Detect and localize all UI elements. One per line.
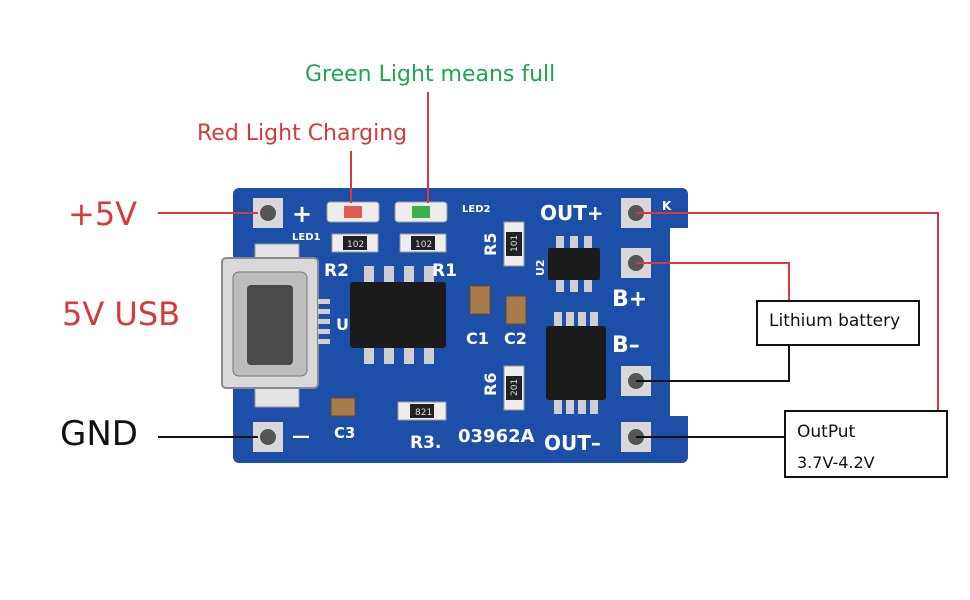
capacitor-c1	[469, 285, 491, 315]
ic-u1	[350, 282, 446, 348]
marking-r3: 821	[415, 408, 432, 418]
silk-c3: C3	[334, 424, 355, 442]
ic-protection	[546, 326, 606, 400]
label-green-light: Green Light means full	[305, 62, 556, 87]
silk-r1: R1	[432, 261, 457, 281]
line-b-plus	[636, 262, 790, 300]
silk-c1: C1	[466, 329, 489, 348]
silk-out-minus: OUT–	[544, 431, 601, 455]
ic-u2	[548, 248, 600, 280]
output-range: 3.7V-4.2V	[797, 453, 875, 472]
silk-plus: +	[292, 200, 312, 228]
marking-r1: 102	[415, 240, 432, 250]
resistor-r3	[397, 401, 447, 421]
marking-r5: 101	[510, 235, 520, 252]
resistor-r6	[503, 365, 525, 411]
silk-c2: C2	[504, 329, 527, 348]
lithium-battery-box: Lithium battery	[756, 300, 920, 346]
label-5v-usb: 5V USB	[62, 295, 181, 333]
silk-r2: R2	[324, 261, 349, 281]
silk-minus: —	[292, 426, 310, 447]
silk-k: K	[662, 199, 672, 213]
ic-u2-pins	[556, 236, 592, 292]
label-gnd: GND	[60, 414, 138, 454]
usb-pins	[318, 299, 330, 344]
label-plus-5v: +5V	[68, 195, 138, 233]
silk-r6: R6	[481, 373, 500, 396]
silk-code: 03962A	[458, 426, 535, 447]
silk-u1: U	[336, 315, 349, 334]
line-b-minus	[636, 344, 790, 382]
led2-component	[394, 201, 448, 223]
resistor-r5	[503, 221, 525, 267]
ic-u1-pins	[364, 266, 434, 364]
silk-led2: LED2	[462, 204, 491, 215]
led1-component	[326, 201, 380, 223]
silk-b-minus: B–	[612, 333, 640, 358]
silk-u2: U2	[534, 259, 547, 276]
marking-r2: 102	[347, 240, 364, 250]
line-out-plus	[636, 212, 939, 410]
capacitor-c3	[330, 397, 356, 417]
silk-r5: R5	[481, 233, 500, 256]
ic-protection-pins	[554, 312, 598, 414]
resistor-r1	[399, 233, 447, 253]
pcb-notch	[670, 228, 698, 416]
silk-r3: R3.	[410, 433, 441, 453]
silk-out-plus: OUT+	[540, 201, 604, 225]
resistor-r2	[331, 233, 379, 253]
label-red-light: Red Light Charging	[197, 121, 408, 146]
usb-port-slot	[247, 285, 293, 365]
capacitor-c2	[505, 295, 527, 325]
output-box: OutPut 3.7V-4.2V	[784, 410, 948, 478]
lithium-battery-label: Lithium battery	[769, 311, 901, 331]
output-title: OutPut	[797, 422, 856, 442]
marking-r6: 201	[510, 379, 520, 396]
silk-led1: LED1	[292, 232, 321, 243]
silk-b-plus: B+	[612, 287, 647, 312]
